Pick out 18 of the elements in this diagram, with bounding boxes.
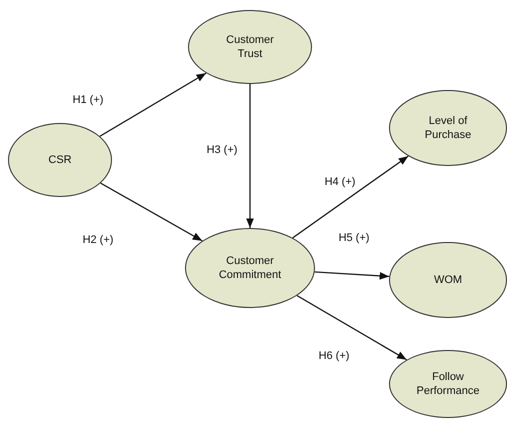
arrow xyxy=(100,72,206,137)
arrow xyxy=(314,271,390,280)
edge-label: H1 (+) xyxy=(72,94,104,106)
arrow xyxy=(292,156,409,238)
node-label: Customer Commitment xyxy=(218,254,282,282)
node-label: CSR xyxy=(48,153,72,167)
edge-label: H4 (+) xyxy=(324,176,356,188)
node-label: Customer Trust xyxy=(225,33,275,61)
edge-label: H5 (+) xyxy=(338,232,370,244)
arrow xyxy=(296,295,407,360)
arrow xyxy=(100,182,203,242)
edge-label: H3 (+) xyxy=(206,144,238,156)
node-label: WOM xyxy=(434,273,462,287)
arrow xyxy=(246,84,254,228)
edge-label: H6 (+) xyxy=(318,350,350,362)
node-label: Level of Purchase xyxy=(424,114,472,142)
edge-label: H2 (+) xyxy=(82,234,114,246)
node-label: Follow Performance xyxy=(416,370,480,398)
